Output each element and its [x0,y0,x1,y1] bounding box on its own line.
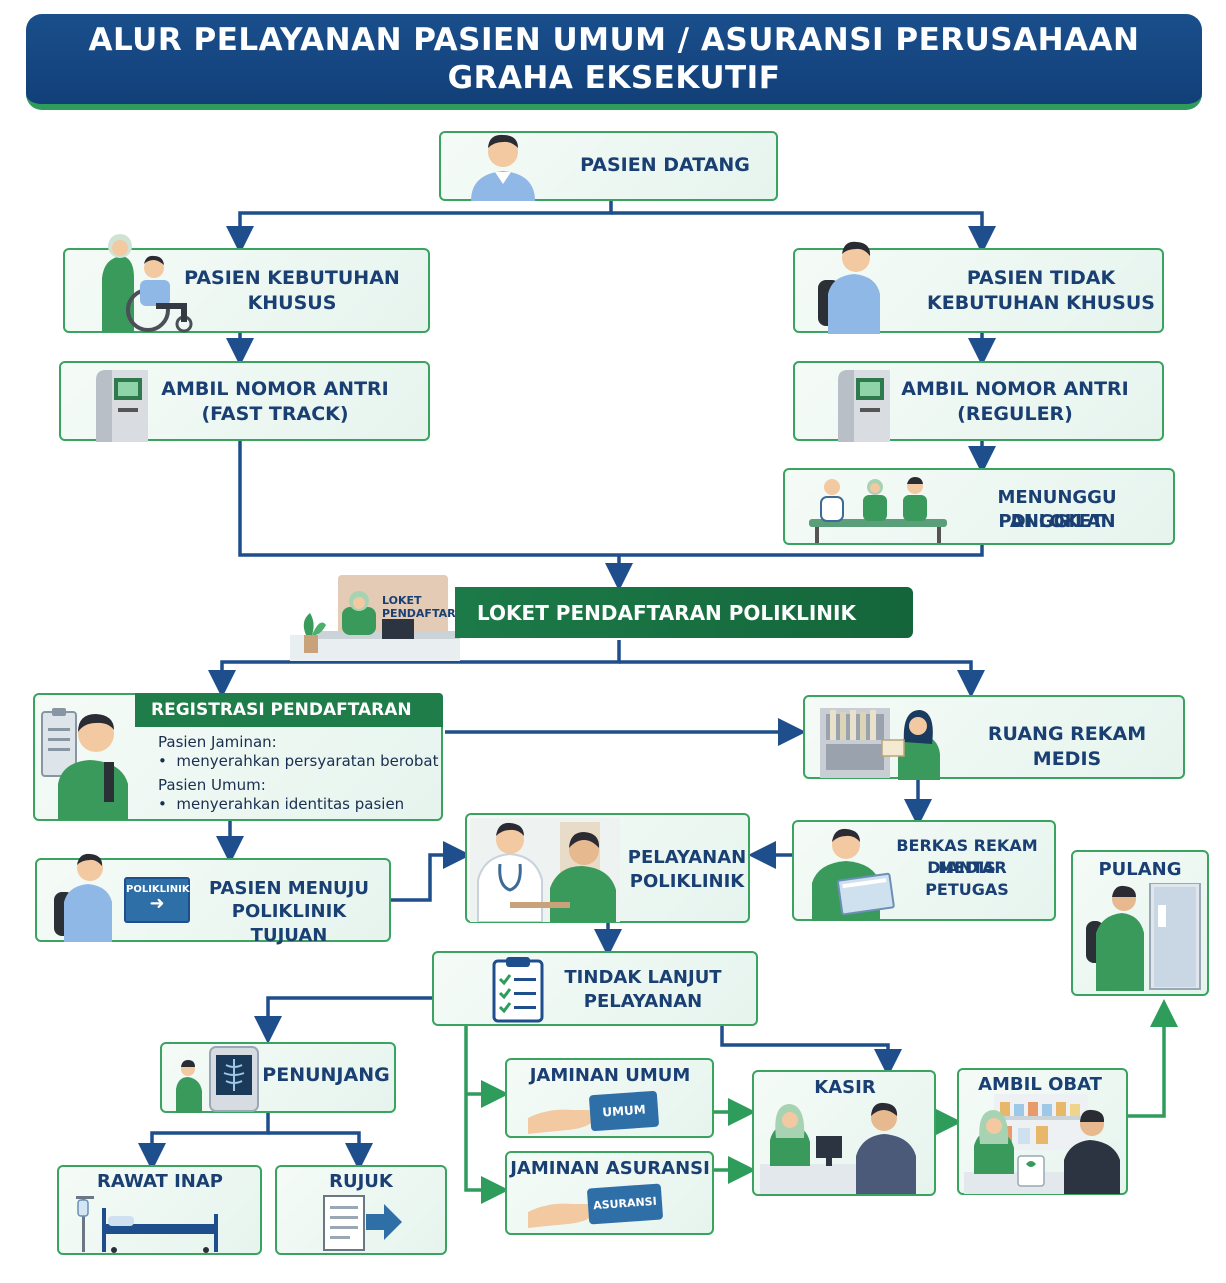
label-kasir: KASIR [814,1077,876,1098]
connector-to-loket [238,441,984,557]
label-rawat-inap: RAWAT INAP [97,1171,223,1192]
label-menunggu-1: MENUNGGU PANGGILAN [997,487,1117,532]
label-kebutuhan-khusus-2: KHUSUS [247,292,337,314]
arrow-to-jaminan-asuransi [464,1026,509,1204]
arrow-obat-to-pulang [1128,999,1178,1118]
label-antri-reguler-2: (REGULER) [957,403,1073,425]
pharmacy-icon [964,1094,1120,1194]
medical-records-icon [820,708,940,780]
hospital-bed-icon [76,1196,218,1253]
waiting-room-icon [809,477,947,543]
sign-text: POLIKLINIK [126,884,190,895]
label-menunggu-2: DI LOKET [1010,511,1104,532]
queue-kiosk-icon [838,370,890,442]
label-rekam-medis: RUANG REKAM MEDIS [987,723,1147,770]
bullet: • [158,752,167,770]
checklist-clipboard-icon [492,957,544,1023]
label-menuju-poli-1: PASIEN MENUJU [209,878,369,899]
arrow-to-tidak-khusus [611,211,996,254]
label-menuju-poli-2: POLIKLINIK TUJUAN [231,901,347,946]
label-antri-fast-1: AMBIL NOMOR ANTRI [161,378,389,400]
umum-card-text: UMUM [601,1102,647,1120]
staff-with-files-icon [812,828,895,921]
title-line-2: GRAHA EKSEKUTIF [447,60,781,96]
exit-door-icon [1086,883,1201,991]
label-tidak-khusus-1: PASIEN TIDAK [966,267,1116,289]
loket-sign-2: PENDAFTARAN [382,607,474,620]
doctor-consultation-icon [470,818,620,922]
registration-desk-icon [290,575,460,661]
arrow-to-penunjang [254,996,432,1044]
hand-card-icon [528,1203,596,1228]
arrow-to-registrasi [208,640,621,698]
label-ambil-obat: AMBIL OBAT [978,1074,1102,1095]
label-jaminan-asuransi: JAMINAN ASURANSI [510,1158,710,1179]
arrow-to-kebutuhan-khusus [226,200,613,254]
umum-item-text: menyerahkan identitas pasien [176,795,405,813]
referral-document-icon [323,1195,402,1251]
wheelchair-icon [102,234,193,333]
walking-patient-icon [54,853,112,942]
registrasi-umum-label: Pasien Umum: [158,776,266,794]
asuransi-card-text: ASURANSI [592,1194,658,1213]
label-berkas-1: BERKAS REKAM MEDIS [896,836,1038,877]
cashier-icon [760,1102,916,1194]
label-rujuk: RUJUK [329,1171,393,1192]
registrasi-umum-item: • menyerahkan identitas pasien [158,794,404,814]
label-penunjang: PENUNJANG [262,1064,390,1086]
label-pulang: PULANG [1098,859,1182,880]
label-tindak-lanjut-1: TINDAK LANJUT [564,967,722,988]
label-kebutuhan-khusus-1: PASIEN KEBUTUHAN [184,267,400,289]
label-tidak-khusus-2: KEBUTUHAN KHUSUS [927,292,1155,314]
patient-icon [471,134,535,201]
arrow-to-rekam-medis-top [619,660,985,698]
arrow-to-rawat-inap [138,1113,270,1171]
title-banner: ALUR PELAYANAN PASIEN UMUM / ASURANSI PE… [26,14,1202,110]
arrow-to-pelayanan [391,841,471,902]
xray-machine-icon [176,1046,259,1113]
registrasi-jaminan-label: Pasien Jaminan: [158,733,277,751]
queue-kiosk-icon [96,370,148,442]
asuransi-card: ASURANSI [586,1183,664,1225]
node-tindak-lanjut [432,951,758,1026]
loket-sign-1: LOKET [382,594,422,607]
label-pasien-datang: PASIEN DATANG [580,154,750,176]
node-rawat-inap [57,1165,262,1255]
arrow-right-icon: ➜ [149,893,165,914]
arrow-to-kasir [720,1026,902,1077]
label-tindak-lanjut-2: PELAYANAN [583,991,703,1012]
title-line-1: ALUR PELAYANAN PASIEN UMUM / ASURANSI PE… [88,22,1140,58]
label-loket: LOKET PENDAFTARAN POLIKLINIK [477,600,856,625]
arrow-to-rujuk [268,1131,373,1171]
label-jaminan-umum: JAMINAN UMUM [529,1065,691,1086]
label-berkas-2: DIANTAR PETUGAS [925,858,1009,899]
poliklinik-direction-sign: POLIKLINIK ➜ [124,877,190,923]
jaminan-item-text: menyerahkan persyaratan berobat [176,752,439,770]
patient-backpack-icon [818,241,880,334]
label-pelayanan-2: POLIKLINIK [629,871,745,892]
label-antri-fast-2: (FAST TRACK) [201,403,349,425]
clipboard-patient-icon [41,708,128,820]
bullet: • [158,795,167,813]
label-pelayanan-1: PELAYANAN [627,847,747,868]
registrasi-jaminan-item: • menyerahkan persyaratan berobat [158,751,438,771]
umum-card: UMUM [588,1090,660,1132]
node-menunggu-panggilan [783,468,1175,545]
node-loket-pendaftaran: LOKET PENDAFTARAN POLIKLINIK [455,587,913,638]
hand-card-icon [528,1109,596,1134]
label-antri-reguler-1: AMBIL NOMOR ANTRI [901,378,1129,400]
registrasi-header: REGISTRASI PENDAFTARAN [135,693,443,727]
